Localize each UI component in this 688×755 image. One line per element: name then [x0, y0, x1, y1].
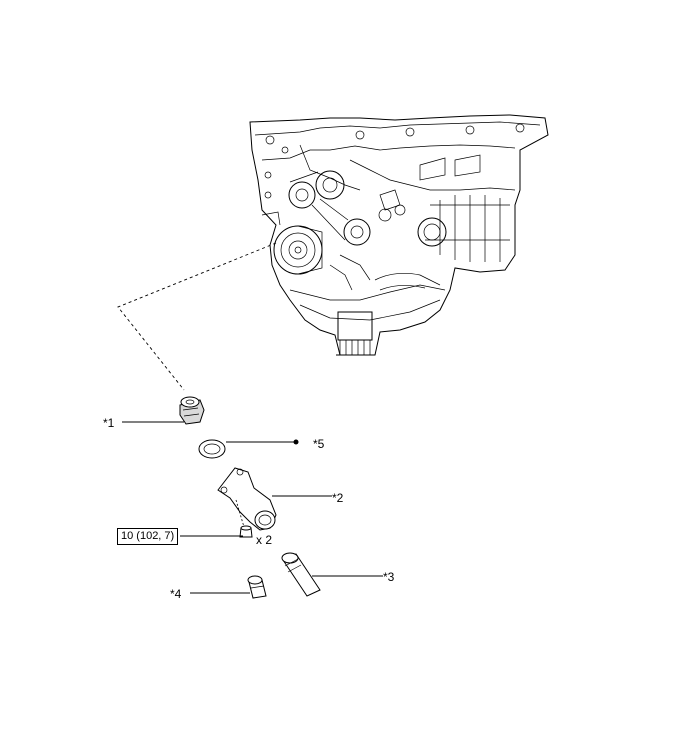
radiator-hose-icon [281, 552, 321, 597]
bolt-guide-dashed [235, 499, 245, 528]
torque-spec-box: 10 (102, 7) [117, 528, 179, 545]
bolt-quantity-label: x 2 [256, 533, 273, 547]
new-part-marker-icon [293, 439, 299, 445]
thermostat-icon [179, 396, 205, 425]
callout-5-label: *5 [313, 437, 325, 451]
callout-4-label: *4 [170, 587, 182, 601]
callout-1-label: *1 [103, 416, 115, 430]
callout-2-label: *2 [332, 491, 344, 505]
water-inlet-icon [217, 467, 277, 531]
gasket-icon [198, 439, 226, 459]
leader-dashed [117, 242, 277, 391]
hose-clamp-icon [247, 575, 267, 599]
bolt-icon [239, 525, 253, 538]
callout-3-label: *3 [383, 570, 395, 584]
engine-assembly-icon [249, 114, 549, 356]
